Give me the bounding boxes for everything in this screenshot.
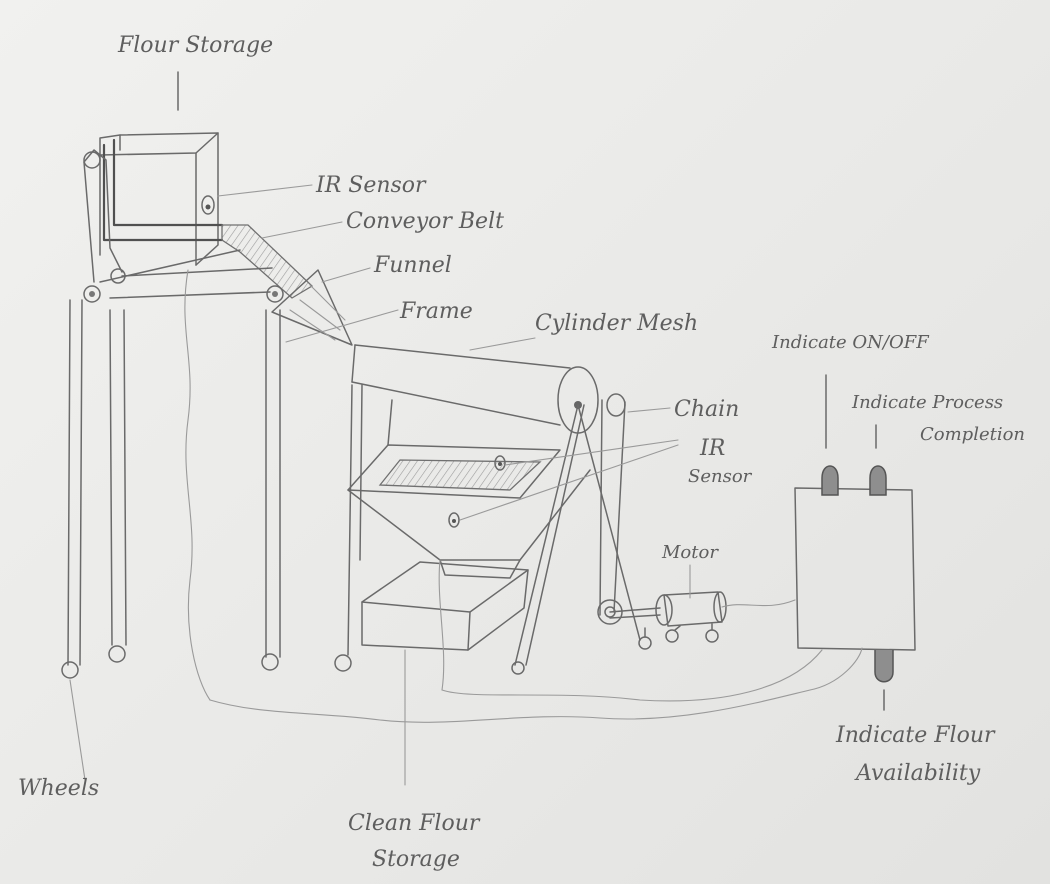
label-funnel: Funnel [373,253,452,278]
sieve-tray [348,385,590,655]
label-indicate-on-off: Indicate ON/OFF [771,332,930,353]
leader-lines [70,72,884,785]
ir-sensor-top [202,196,214,214]
label-clean-flour-2: Storage [372,847,460,872]
label-indicate-process-2: Completion [920,424,1025,445]
label-indicate-flour-1: Indicate Flour [835,723,996,748]
label-ir-sensor-top: IR Sensor [315,173,427,198]
label-ir-sensor-mid-1: IR [699,436,725,461]
label-chain: Chain [674,397,739,422]
wires [210,560,862,722]
cylinder-mesh [352,345,598,433]
chain-drive [512,394,640,674]
label-conveyor-belt: Conveyor Belt [346,209,504,234]
frame-legs [68,270,280,700]
label-cylinder-mesh: Cylinder Mesh [535,311,698,336]
label-flour-storage: Flour Storage [117,33,273,58]
label-indicate-process-1: Indicate Process [851,392,1003,413]
label-motor: Motor [661,542,719,563]
label-indicate-flour-2: Availability [854,761,981,786]
wheels [62,646,351,678]
labels: Flour Storage IR Sensor Conveyor Belt Fu… [18,33,1025,872]
label-frame: Frame [399,299,473,324]
control-box [722,466,915,682]
label-wheels: Wheels [18,776,99,801]
label-clean-flour-1: Clean Flour [348,811,481,836]
label-ir-sensor-mid-2: Sensor [688,466,753,487]
motor [610,592,726,649]
